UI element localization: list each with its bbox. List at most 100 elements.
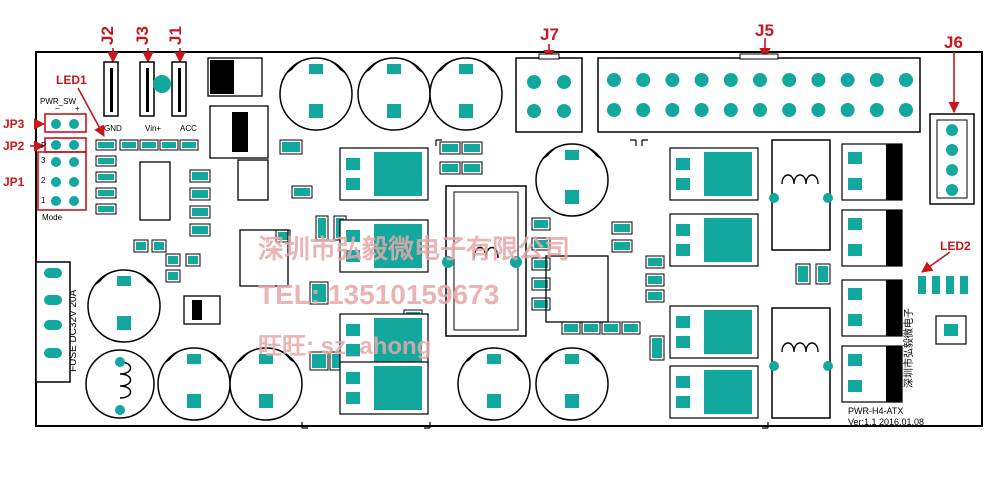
smd-part <box>139 139 159 151</box>
jp3-box <box>44 113 87 133</box>
j5-pin <box>811 73 826 87</box>
callout-j3: J3 <box>133 26 152 45</box>
silk-p: P <box>41 141 46 150</box>
callout-led2: LED2 <box>940 239 971 253</box>
diode-mid <box>232 112 248 152</box>
electrolytic-capacitor <box>429 57 503 131</box>
callout-j6: J6 <box>944 33 963 52</box>
inductor-center <box>442 185 527 337</box>
electrolytic-capacitor <box>229 347 303 421</box>
electrolytic-capacitor <box>457 347 531 421</box>
watermark-company: 深圳市弘毅微电子有限公司 <box>258 234 570 264</box>
mosfet-right <box>841 345 903 403</box>
smd-part <box>165 253 181 267</box>
smd-part <box>185 253 201 267</box>
j5-pin <box>723 73 738 87</box>
smd-part <box>645 273 665 287</box>
smd-part <box>611 221 633 235</box>
smd-part <box>315 215 329 241</box>
mosfet <box>339 147 429 201</box>
smd-part <box>815 263 831 285</box>
j5-pin <box>811 103 826 117</box>
smd-part <box>461 161 483 175</box>
jp1-box <box>37 151 87 211</box>
j5-pin <box>694 103 709 117</box>
smd-part <box>531 277 551 291</box>
smd-part <box>95 203 117 215</box>
diode-top <box>210 60 234 94</box>
mosfet <box>669 305 759 359</box>
j5-pin <box>607 103 621 117</box>
smd-part <box>159 139 179 151</box>
callout-jp3: JP3 <box>3 117 25 131</box>
silk-minus: − <box>55 104 60 113</box>
j5-pin <box>869 103 884 117</box>
electrolytic-capacitor <box>357 57 431 131</box>
callout-j1: J1 <box>166 26 185 45</box>
j5-pin <box>723 103 738 117</box>
watermark-wangwang: 旺旺: sz_ahong <box>258 333 431 360</box>
silk-mode: Mode <box>42 213 63 222</box>
silk-gnd: GND <box>104 124 122 133</box>
mosfet <box>669 147 759 201</box>
j5-pin <box>899 103 913 117</box>
section-corner-marks <box>301 139 769 429</box>
callout-j7: J7 <box>540 25 559 44</box>
j5-pin <box>869 73 884 87</box>
smd-part <box>189 169 211 183</box>
smd-part <box>439 141 461 155</box>
j5-pin <box>665 73 680 87</box>
inductor-left <box>85 349 155 419</box>
mosfet <box>339 313 429 367</box>
smd-part <box>581 321 601 335</box>
smd-part <box>795 263 811 285</box>
mosfet-right <box>841 143 903 201</box>
silk-pwr-sw: PWR_SW <box>40 97 76 106</box>
smd-part <box>95 155 117 167</box>
electrolytic-capacitors <box>87 57 609 421</box>
mosfet <box>669 213 759 267</box>
mosfet <box>339 219 429 273</box>
header-pins <box>103 61 187 117</box>
j5-pin <box>607 73 621 87</box>
smd-part <box>95 139 117 151</box>
silk-1: 1 <box>41 196 46 205</box>
smd-part <box>291 185 313 199</box>
smd-part <box>461 141 483 155</box>
j5-pin <box>694 73 709 87</box>
j5-connector <box>597 53 921 133</box>
silk-board-name: PWR-H4-ATX <box>848 406 903 416</box>
ic-chips <box>139 57 609 325</box>
smd-part <box>439 161 461 175</box>
electrolytic-capacitor <box>87 269 161 343</box>
j5-pin <box>899 73 913 87</box>
silk-plus: + <box>75 104 80 113</box>
mosfet-right <box>841 209 903 267</box>
smd-part <box>189 205 211 219</box>
smd-part <box>279 139 303 155</box>
mosfet <box>669 365 759 419</box>
callout-jp1: JP1 <box>3 175 25 189</box>
smd-part <box>649 335 665 361</box>
smd-part <box>561 321 581 335</box>
smd-part <box>531 297 551 311</box>
led2-leds <box>918 276 968 345</box>
callout-lines <box>30 38 960 273</box>
j5-pin <box>782 73 797 87</box>
smd-part <box>119 139 139 151</box>
silk-vendor: 深圳市弘毅微电子 <box>902 308 915 388</box>
silk-acc: ACC <box>180 124 197 133</box>
smd-part <box>189 223 211 237</box>
mosfet-right <box>841 279 903 337</box>
jumper-headers <box>51 119 79 206</box>
j5-pin <box>665 103 680 117</box>
electrolytic-capacitor <box>535 347 609 421</box>
silk-vin: Vin+ <box>145 124 161 133</box>
smd-part <box>531 237 551 251</box>
smd-part <box>309 351 329 371</box>
smd-part <box>645 289 665 303</box>
smd-part <box>621 321 641 335</box>
electrolytic-capacitor <box>279 57 353 131</box>
silk-version: Ver:1.1 2016.01.08 <box>848 417 924 427</box>
j5-pin <box>753 103 767 117</box>
